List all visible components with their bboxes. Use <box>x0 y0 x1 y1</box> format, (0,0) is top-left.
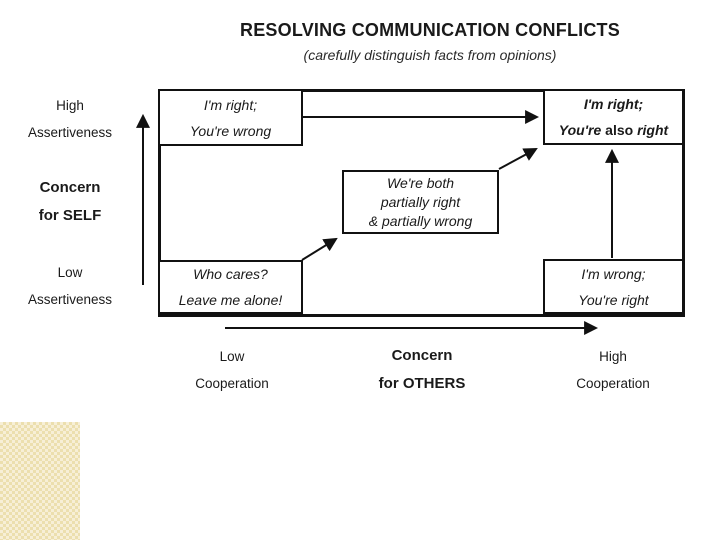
cell-line: I'm right; <box>583 96 644 112</box>
y-axis-low-label: Low Assertiveness <box>27 265 113 307</box>
y-axis-title: Concern for SELF <box>38 179 102 224</box>
cell-line: You're also right <box>558 122 669 138</box>
cell-im-wrong-youre-right: I'm wrong; You're right <box>543 259 684 314</box>
cell-line: You're wrong <box>189 122 272 139</box>
x-axis-low-label: Low Cooperation <box>195 349 269 391</box>
cell-line: We're both <box>386 174 454 191</box>
cell-line: I'm right; <box>203 96 258 113</box>
cell-line: & partially wrong <box>368 212 473 229</box>
slide-subtitle: (carefully distinguish facts from opinio… <box>303 47 557 63</box>
matrix-frame <box>158 89 685 317</box>
slide-title: RESOLVING COMMUNICATION CONFLICTS <box>240 20 620 40</box>
x-axis-high-label: High Cooperation <box>576 349 650 391</box>
decorative-texture-block <box>0 422 80 540</box>
y-axis-high-label: High Assertiveness <box>27 98 113 140</box>
cell-who-cares: Who cares? Leave me alone! <box>158 260 303 314</box>
cell-both-partially-right: We're both partially right & partially w… <box>342 170 499 234</box>
cell-line: Who cares? <box>193 266 268 282</box>
cell-im-right-youre-also-right: I'm right; You're also right <box>543 89 684 145</box>
cell-im-right-youre-wrong: I'm right; You're wrong <box>158 89 303 146</box>
cell-line: partially right <box>380 193 461 210</box>
x-axis-title: Concern for OTHERS <box>378 347 466 392</box>
cell-line: I'm wrong; <box>581 265 646 282</box>
cell-line: Leave me alone! <box>178 292 283 308</box>
cell-line: You're right <box>578 291 649 308</box>
